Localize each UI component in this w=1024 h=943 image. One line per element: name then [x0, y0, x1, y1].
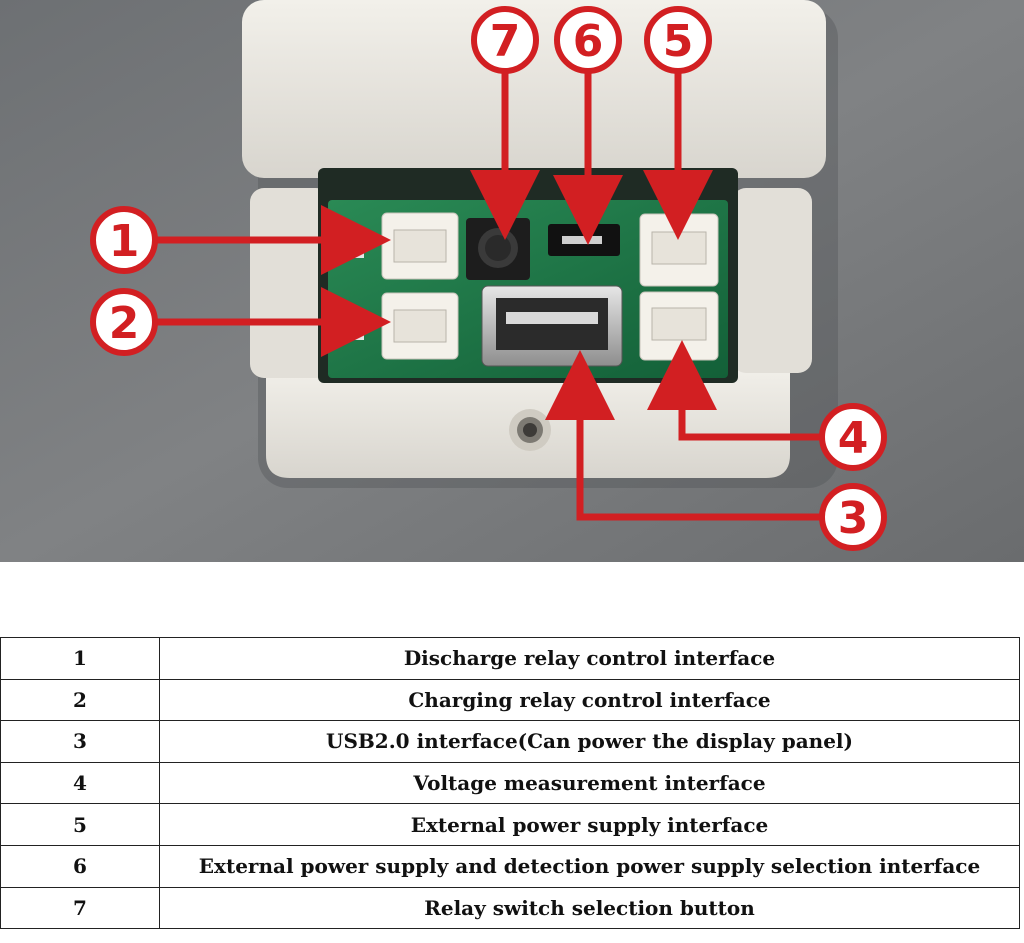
- callout-label-6: 6: [573, 16, 604, 67]
- legend-table: 1 Discharge relay control interface 2 Ch…: [0, 637, 1020, 930]
- row-description: Discharge relay control interface: [159, 637, 1020, 680]
- callout-label-7: 7: [490, 16, 521, 67]
- table-row: 5 External power supply interface: [0, 803, 1020, 846]
- table-row: 1 Discharge relay control interface: [0, 637, 1020, 680]
- device-photo: 1 2 3 4 5 6 7: [0, 0, 1024, 562]
- callout-label-2: 2: [109, 298, 140, 349]
- table-row: 4 Voltage measurement interface: [0, 761, 1020, 805]
- callout-label-4: 4: [838, 413, 869, 464]
- row-description: External power supply and detection powe…: [159, 844, 1020, 888]
- callout-label-5: 5: [663, 16, 694, 67]
- housing-right-block: [732, 188, 812, 373]
- row-number: 7: [0, 886, 160, 930]
- row-number: 5: [0, 803, 160, 846]
- row-number: 2: [0, 678, 160, 722]
- callout-circles: [90, 6, 887, 551]
- table-row: 6 External power supply and detection po…: [0, 844, 1020, 888]
- row-description: External power supply interface: [159, 803, 1020, 846]
- callout-label-1: 1: [109, 216, 140, 267]
- table-row: 3 USB2.0 interface(Can power the display…: [0, 720, 1020, 763]
- row-number: 4: [0, 761, 160, 805]
- housing-left-block: [250, 188, 330, 378]
- row-number: 1: [0, 637, 160, 680]
- row-number: 3: [0, 720, 160, 763]
- callout-arrows: [155, 68, 820, 521]
- table-row: 2 Charging relay control interface: [0, 678, 1020, 722]
- row-description: USB2.0 interface(Can power the display p…: [159, 720, 1020, 763]
- row-description: Charging relay control interface: [159, 678, 1020, 722]
- callout-label-3: 3: [838, 493, 869, 544]
- table-row: 7 Relay switch selection button: [0, 886, 1020, 930]
- row-number: 6: [0, 844, 160, 888]
- row-description: Relay switch selection button: [159, 886, 1020, 930]
- row-description: Voltage measurement interface: [159, 761, 1020, 805]
